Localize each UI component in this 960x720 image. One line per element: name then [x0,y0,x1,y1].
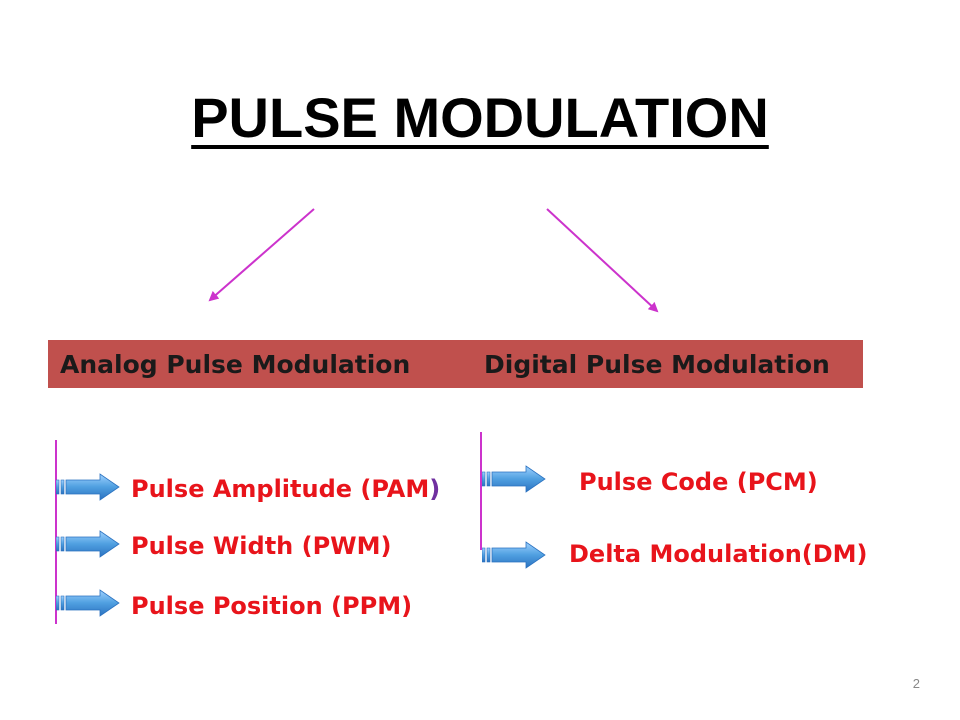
ppm-arrow-icon [56,589,120,617]
digital-header-label: Digital Pulse Modulation [484,349,830,379]
connector-to-digital [546,208,659,313]
pam-arrow-icon [56,473,120,501]
page-number: 2 [912,676,920,691]
pam-item: Pulse Amplitude (PAM) [131,475,440,503]
page-title-text: PULSE MODULATION [191,86,769,149]
pwm-arrow-icon [56,530,120,558]
analog-header-label: Analog Pulse Modulation [60,349,411,379]
pcm-item: Pulse Code (PCM) [579,468,818,496]
analog-pulse-modulation-header: Analog Pulse Modulation [48,340,472,388]
pam-label: Pulse Amplitude (PAM [131,475,430,503]
digital-bracket-line [480,432,482,550]
page-title: PULSE MODULATION [0,90,960,146]
dm-arrow-icon [482,541,546,569]
digital-pulse-modulation-header: Digital Pulse Modulation [472,340,863,388]
dm-item: Delta Modulation(DM) [569,540,868,568]
pwm-item: Pulse Width (PWM) [131,532,392,560]
analog-bracket-line [55,440,57,624]
connector-to-analog [208,208,315,302]
pam-closing-paren: ) [429,475,441,503]
ppm-item: Pulse Position (PPM) [131,592,413,620]
pcm-arrow-icon [482,465,546,493]
